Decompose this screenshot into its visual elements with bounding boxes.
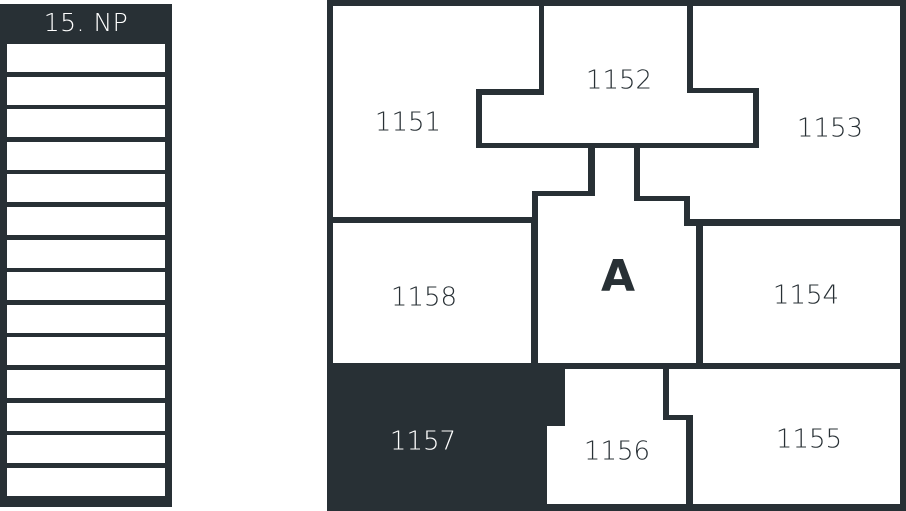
floor-row[interactable]	[7, 109, 165, 138]
floor-row[interactable]	[7, 44, 165, 72]
floor-row[interactable]	[7, 207, 165, 235]
floor-row[interactable]	[7, 304, 165, 333]
floor-row[interactable]	[7, 435, 165, 464]
room-label-1155: 1155	[776, 425, 842, 455]
room-1153[interactable]	[640, 6, 900, 219]
core-a	[538, 148, 696, 363]
floor-row[interactable]	[7, 337, 165, 366]
core-label: A	[601, 251, 635, 302]
room-label-1157: 1157	[390, 427, 456, 457]
floor-row[interactable]	[7, 272, 165, 301]
floor-row[interactable]	[7, 76, 165, 105]
room-1156[interactable]	[547, 369, 686, 504]
room-label-1153: 1153	[797, 114, 863, 144]
room-label-1154: 1154	[773, 281, 839, 311]
room-1151[interactable]	[333, 6, 588, 217]
room-label-1152: 1152	[586, 66, 652, 96]
room-1157[interactable]	[327, 363, 547, 511]
room-1154[interactable]	[703, 226, 900, 363]
room-1152[interactable]	[482, 6, 753, 143]
room-label-1151: 1151	[375, 108, 441, 138]
floor-stack: 15. NP	[0, 4, 172, 507]
floor-row[interactable]	[7, 467, 165, 496]
floor-row[interactable]	[7, 239, 165, 268]
room-1158[interactable]	[333, 223, 531, 363]
room-label-1156: 1156	[584, 437, 650, 467]
floor-row[interactable]	[7, 174, 165, 203]
floor-row[interactable]	[7, 141, 165, 170]
room-label-1158: 1158	[391, 283, 457, 313]
floor-title: 15. NP	[43, 8, 129, 37]
floor-row[interactable]	[7, 402, 165, 431]
room-1155[interactable]	[669, 369, 900, 504]
floor-row[interactable]	[7, 370, 165, 398]
